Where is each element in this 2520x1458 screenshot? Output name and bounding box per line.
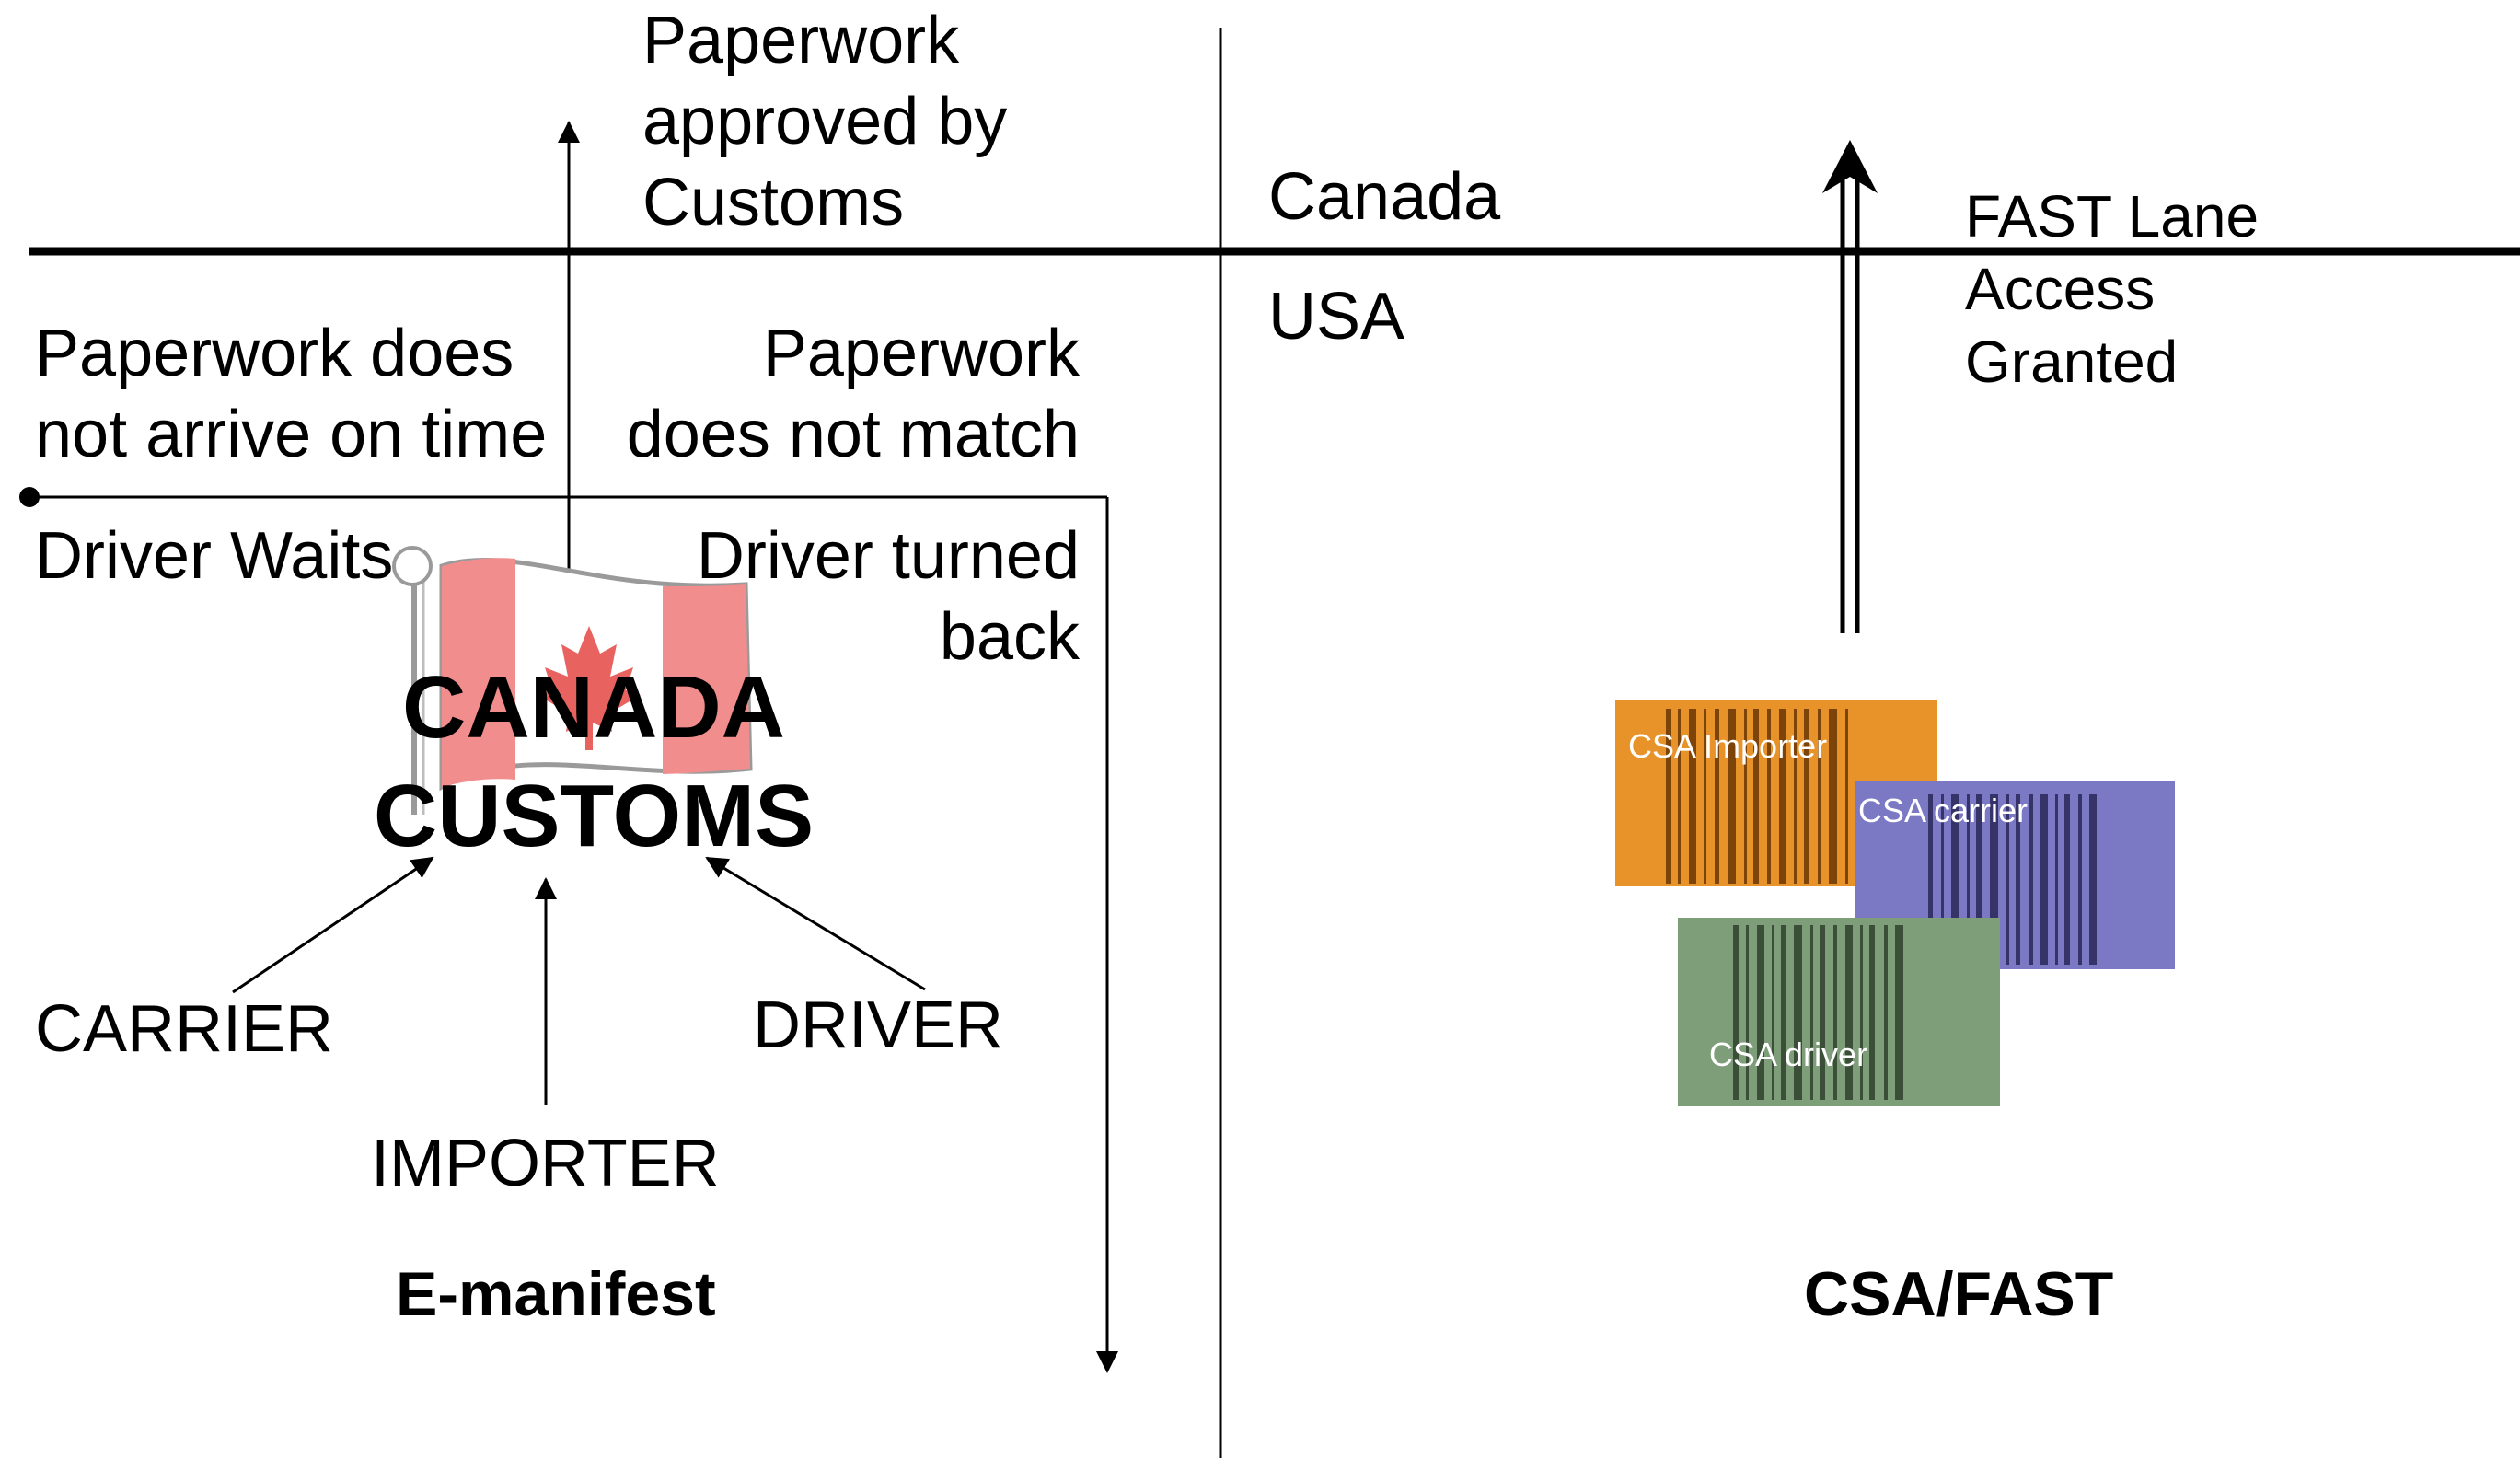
mismatch-paperwork-label: Paperwork does not match [626, 317, 1080, 471]
importer-label: IMPORTER [371, 1127, 720, 1200]
csa-fast-title: CSA/FAST [1804, 1259, 2114, 1329]
barcode-icon [1733, 925, 1903, 1100]
barcode-icon [1928, 794, 2097, 965]
e-manifest-title: E-manifest [396, 1259, 716, 1329]
csa-driver-label: CSA driver [1709, 1036, 1868, 1073]
carrier-label: CARRIER [35, 992, 334, 1066]
carrier-arrow [232, 856, 434, 994]
fast-lane-label: FAST Lane Access Granted [1965, 183, 2260, 395]
canada-flag-icon [392, 546, 753, 815]
driver-turned-back-label: Driver turned back [696, 519, 1080, 674]
driver-arrow [705, 856, 926, 991]
csa-driver-card: CSA driver [1678, 918, 2000, 1106]
barcode-icon [1666, 709, 1848, 884]
csa-importer-label: CSA Importer [1628, 727, 1828, 765]
driver-label: DRIVER [753, 989, 1004, 1062]
csa-carrier-card: CSA carrier [1855, 781, 2175, 969]
fast-lane-arrow [1822, 140, 1878, 633]
paperwork-approved-label: Paperwork approved by Customs [642, 4, 1008, 239]
late-paperwork-label: Paperwork does not arrive on time [35, 317, 548, 471]
driver-waits-label: Driver Waits [35, 519, 394, 593]
canada-label: Canada [1268, 160, 1501, 234]
canada-customs-label: CANADA CUSTOMS [373, 658, 815, 865]
csa-carrier-label: CSA carrier [1858, 792, 2029, 829]
usa-label: USA [1268, 280, 1405, 353]
